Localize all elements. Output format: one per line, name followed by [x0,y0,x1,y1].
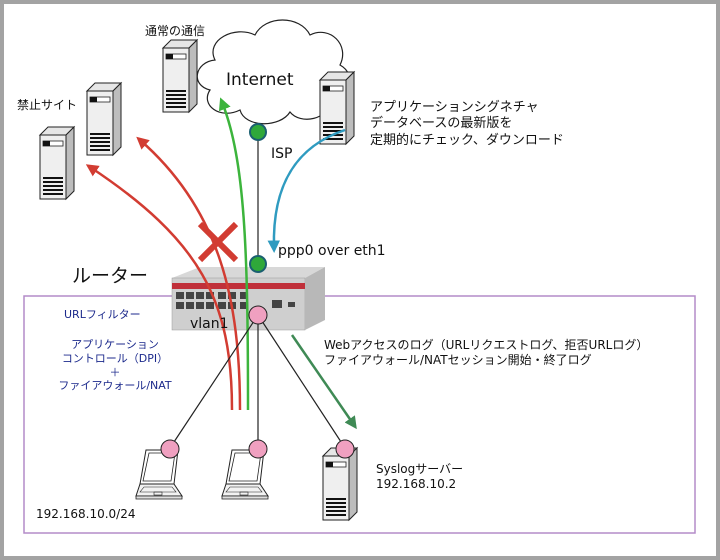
allowed-arrow [218,97,250,411]
log-note: Webアクセスのログ（URLリクエストログ、拒否URLログ） ファイアウォール/… [324,338,648,368]
laptop-node-1 [160,439,180,459]
features-line: アプリケーション [71,338,159,351]
isp-label: ISP [271,146,293,162]
url-filter-label: URLフィルター [64,308,141,321]
isp-node [249,123,267,141]
router-label: ルーター [72,265,149,287]
syslog-ip: 192.168.10.2 [376,477,457,491]
server-icon-normal [162,39,198,113]
signature-line: データベースの最新版を [370,116,513,132]
features-line: ＋ [109,365,121,379]
blocked-sites-label: 禁止サイト [17,98,78,112]
ppp0-label: ppp0 over eth1 [278,243,386,259]
laptop-node-2 [248,439,268,459]
lan-subnet-label: 192.168.10.0/24 [36,507,136,521]
internet-label: Internet [226,70,294,90]
x-mark-icon [197,221,239,263]
blocked-arrow-2 [85,164,234,411]
log-line: Webアクセスのログ（URLリクエストログ、拒否URLログ） [324,338,649,352]
log-line: ファイアウォール/NATセッション開始・終了ログ [324,353,592,367]
vlan1-label: vlan1 [190,316,229,332]
server-icon-blocked-1 [86,82,122,156]
syslog-node [335,439,355,459]
lan-box [23,295,696,534]
features-line: ファイアウォール/NAT [58,379,172,393]
syslog-name: Syslogサーバー [376,462,464,476]
ppp0-node [249,255,267,273]
laptop-icon-1 [135,449,183,500]
features-line: コントロール（DPI） [61,351,169,365]
server-icon-blocked-2 [39,126,75,200]
router-icon [171,267,325,331]
log-arrow [290,334,357,430]
signature-note: アプリケーションシグネチャ データベースの最新版を 定期的にチェック、ダウンロー… [370,100,564,149]
blocked-arrow-1 [136,136,242,411]
download-arrow [267,128,346,253]
features-label: アプリケーション コントロール（DPI） ＋ ファイアウォール/NAT [50,338,180,393]
signature-line: 定期的にチェック、ダウンロード [370,132,564,148]
server-icon-syslog [322,447,358,521]
vlan1-node [248,305,268,325]
syslog-label: Syslogサーバー 192.168.10.2 [376,462,463,492]
signature-line: アプリケーションシグネチャ [370,100,539,115]
normal-traffic-label: 通常の通信 [145,24,206,38]
